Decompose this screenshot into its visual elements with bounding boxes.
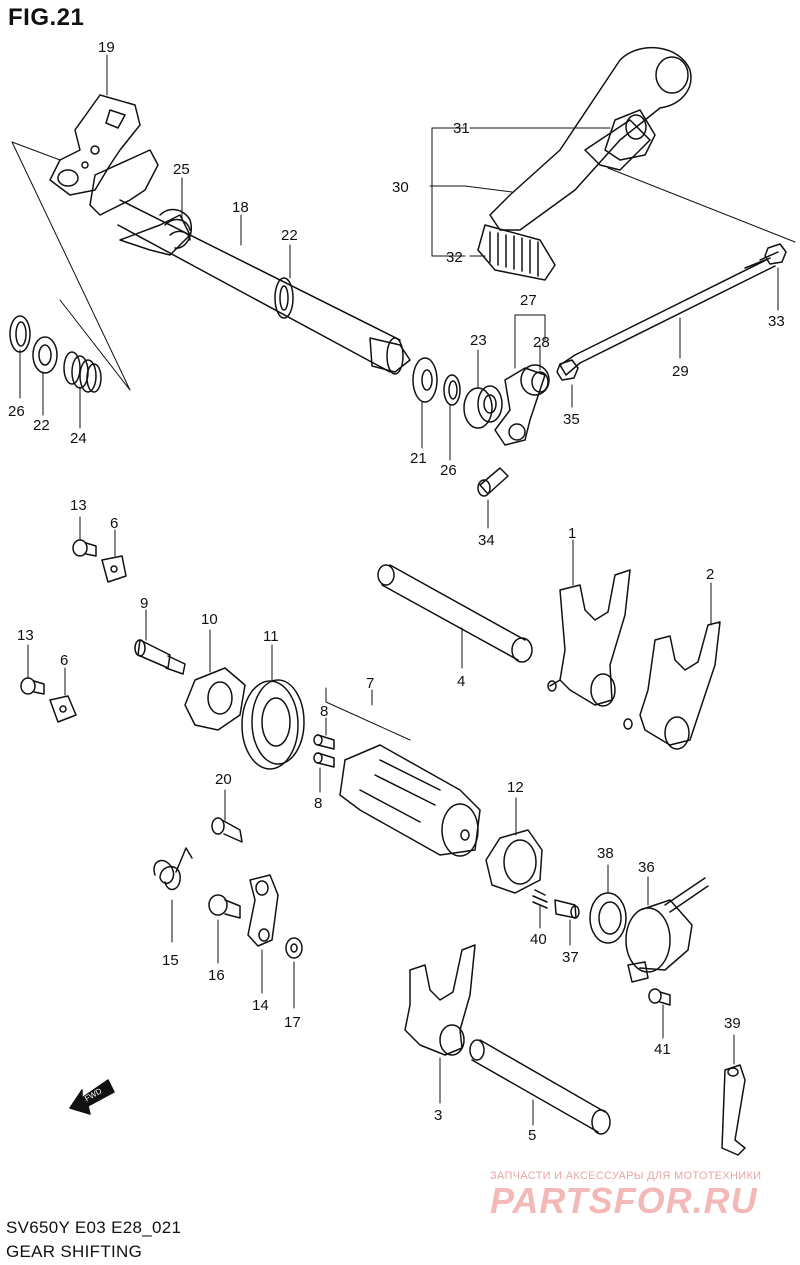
spring-part-24: [63, 351, 102, 393]
callout-22-shaft: 22: [281, 227, 298, 244]
callout-17: 17: [284, 1014, 301, 1031]
pin-part-37: [554, 899, 580, 919]
callout-2: 2: [706, 566, 714, 583]
callout-12: 12: [507, 779, 524, 796]
fork-shaft-part-5: [469, 1039, 611, 1135]
callout-31: 31: [453, 120, 470, 137]
callout-8-lower: 8: [314, 795, 322, 812]
clamp-part-39: [721, 1064, 746, 1156]
callout-38: 38: [597, 845, 614, 862]
gearshift-fork-part-1: [547, 569, 631, 707]
bolt-part-34: [477, 467, 509, 497]
spring-part-15: [153, 847, 193, 891]
callout-10: 10: [201, 611, 218, 628]
shift-lever-bolt-part-31: [604, 109, 656, 161]
callout-34: 34: [478, 532, 495, 549]
callout-15: 15: [162, 952, 179, 969]
washer-part-6-lower: [49, 695, 77, 723]
callout-37: 37: [562, 949, 579, 966]
watermark-brand: PARTSFOR.RU: [490, 1180, 758, 1221]
footpeg-rubber-part-32: [477, 224, 556, 281]
callout-35: 35: [563, 411, 580, 428]
callout-11: 11: [263, 628, 279, 645]
callout-27: 27: [520, 292, 537, 309]
bearing-part-12: [485, 829, 543, 894]
callout-24: 24: [70, 430, 87, 447]
washer-part-22-on-shaft: [274, 277, 294, 319]
shift-arm-part-25: [89, 149, 192, 256]
bolt-part-20: [211, 817, 243, 843]
callout-28: 28: [533, 334, 550, 351]
cam-stopper-plate-part-10: [184, 667, 246, 731]
callout-19: 19: [98, 39, 115, 56]
callout-36: 36: [638, 859, 655, 876]
callout-6-upper: 6: [110, 515, 118, 532]
washer-part-6-upper: [101, 555, 127, 583]
callout-18: 18: [232, 199, 249, 216]
callout-1: 1: [568, 525, 576, 542]
callout-13-lower: 13: [17, 627, 34, 644]
callout-14: 14: [252, 997, 269, 1014]
callout-23: 23: [470, 332, 487, 349]
pin-part-8-upper: [313, 734, 335, 750]
bearing-part-11: [241, 679, 305, 770]
nut-part-35: [556, 359, 579, 381]
callout-4: 4: [457, 673, 465, 690]
callout-8-upper: 8: [320, 703, 328, 720]
callout-29: 29: [672, 363, 689, 380]
bolt-part-13-upper: [72, 539, 97, 557]
callout-5: 5: [528, 1127, 536, 1144]
pin-part-9: [134, 639, 186, 675]
screw-part-41: [648, 988, 671, 1006]
gearshift-lever-part-30: [489, 46, 692, 231]
circlip-part-26-right: [443, 374, 461, 406]
washer-part-22-left: [32, 336, 58, 374]
gearshift-arm-part-27: [494, 364, 550, 446]
callout-26-right: 26: [440, 462, 457, 479]
callout-26-left: 26: [8, 403, 25, 420]
callout-22-left: 22: [33, 417, 50, 434]
callout-20: 20: [215, 771, 232, 788]
fork-shaft-part-4: [377, 564, 533, 663]
section-title: GEAR SHIFTING: [6, 1242, 143, 1261]
gear-position-switch-part-36: [625, 877, 709, 983]
callout-25: 25: [173, 161, 190, 178]
pin-part-8-lower: [313, 752, 335, 768]
callout-13-upper: 13: [70, 497, 87, 514]
callout-40: 40: [530, 931, 547, 948]
bolt-part-16: [208, 894, 241, 919]
callout-32: 32: [446, 249, 463, 266]
forward-direction-icon: [69, 1079, 115, 1115]
callout-16: 16: [208, 967, 225, 984]
circlip-part-26-left: [9, 315, 31, 353]
gearshift-link-rod-part-29: [559, 251, 779, 376]
callout-7: 7: [366, 675, 374, 692]
cam-stopper-part-14: [247, 874, 279, 947]
bushing-part-23: [463, 385, 503, 429]
callout-41: 41: [654, 1041, 671, 1058]
callout-33: 33: [768, 313, 785, 330]
callout-3: 3: [434, 1107, 442, 1124]
bolt-part-13-lower: [20, 677, 45, 695]
callout-9: 9: [140, 595, 148, 612]
o-ring-part-38: [589, 892, 627, 944]
callout-21: 21: [410, 450, 427, 467]
gearshift-fork-part-3: [404, 944, 476, 1056]
gearshift-plate-part-19: [49, 94, 141, 196]
gearshift-fork-part-2: [623, 621, 721, 750]
watermark-tagline: ЗАПЧАСТИ И АКСЕССУАРЫ ДЛЯ МОТОТЕХНИКИ: [490, 1170, 762, 1182]
nut-part-33: [764, 243, 787, 265]
callout-6-lower: 6: [60, 652, 68, 669]
washer-part-21: [412, 357, 438, 403]
callout-39: 39: [724, 1015, 741, 1032]
callout-30: 30: [392, 179, 409, 196]
shift-shaft-area-outline: [11, 141, 131, 391]
model-code: SV650Y E03 E28_021: [6, 1218, 182, 1237]
washer-part-17: [285, 937, 303, 959]
gearshift-cam-part-7: [339, 744, 481, 857]
figure-label: FIG.21: [8, 4, 85, 31]
gearshift-shaft-part-18: [117, 199, 411, 375]
